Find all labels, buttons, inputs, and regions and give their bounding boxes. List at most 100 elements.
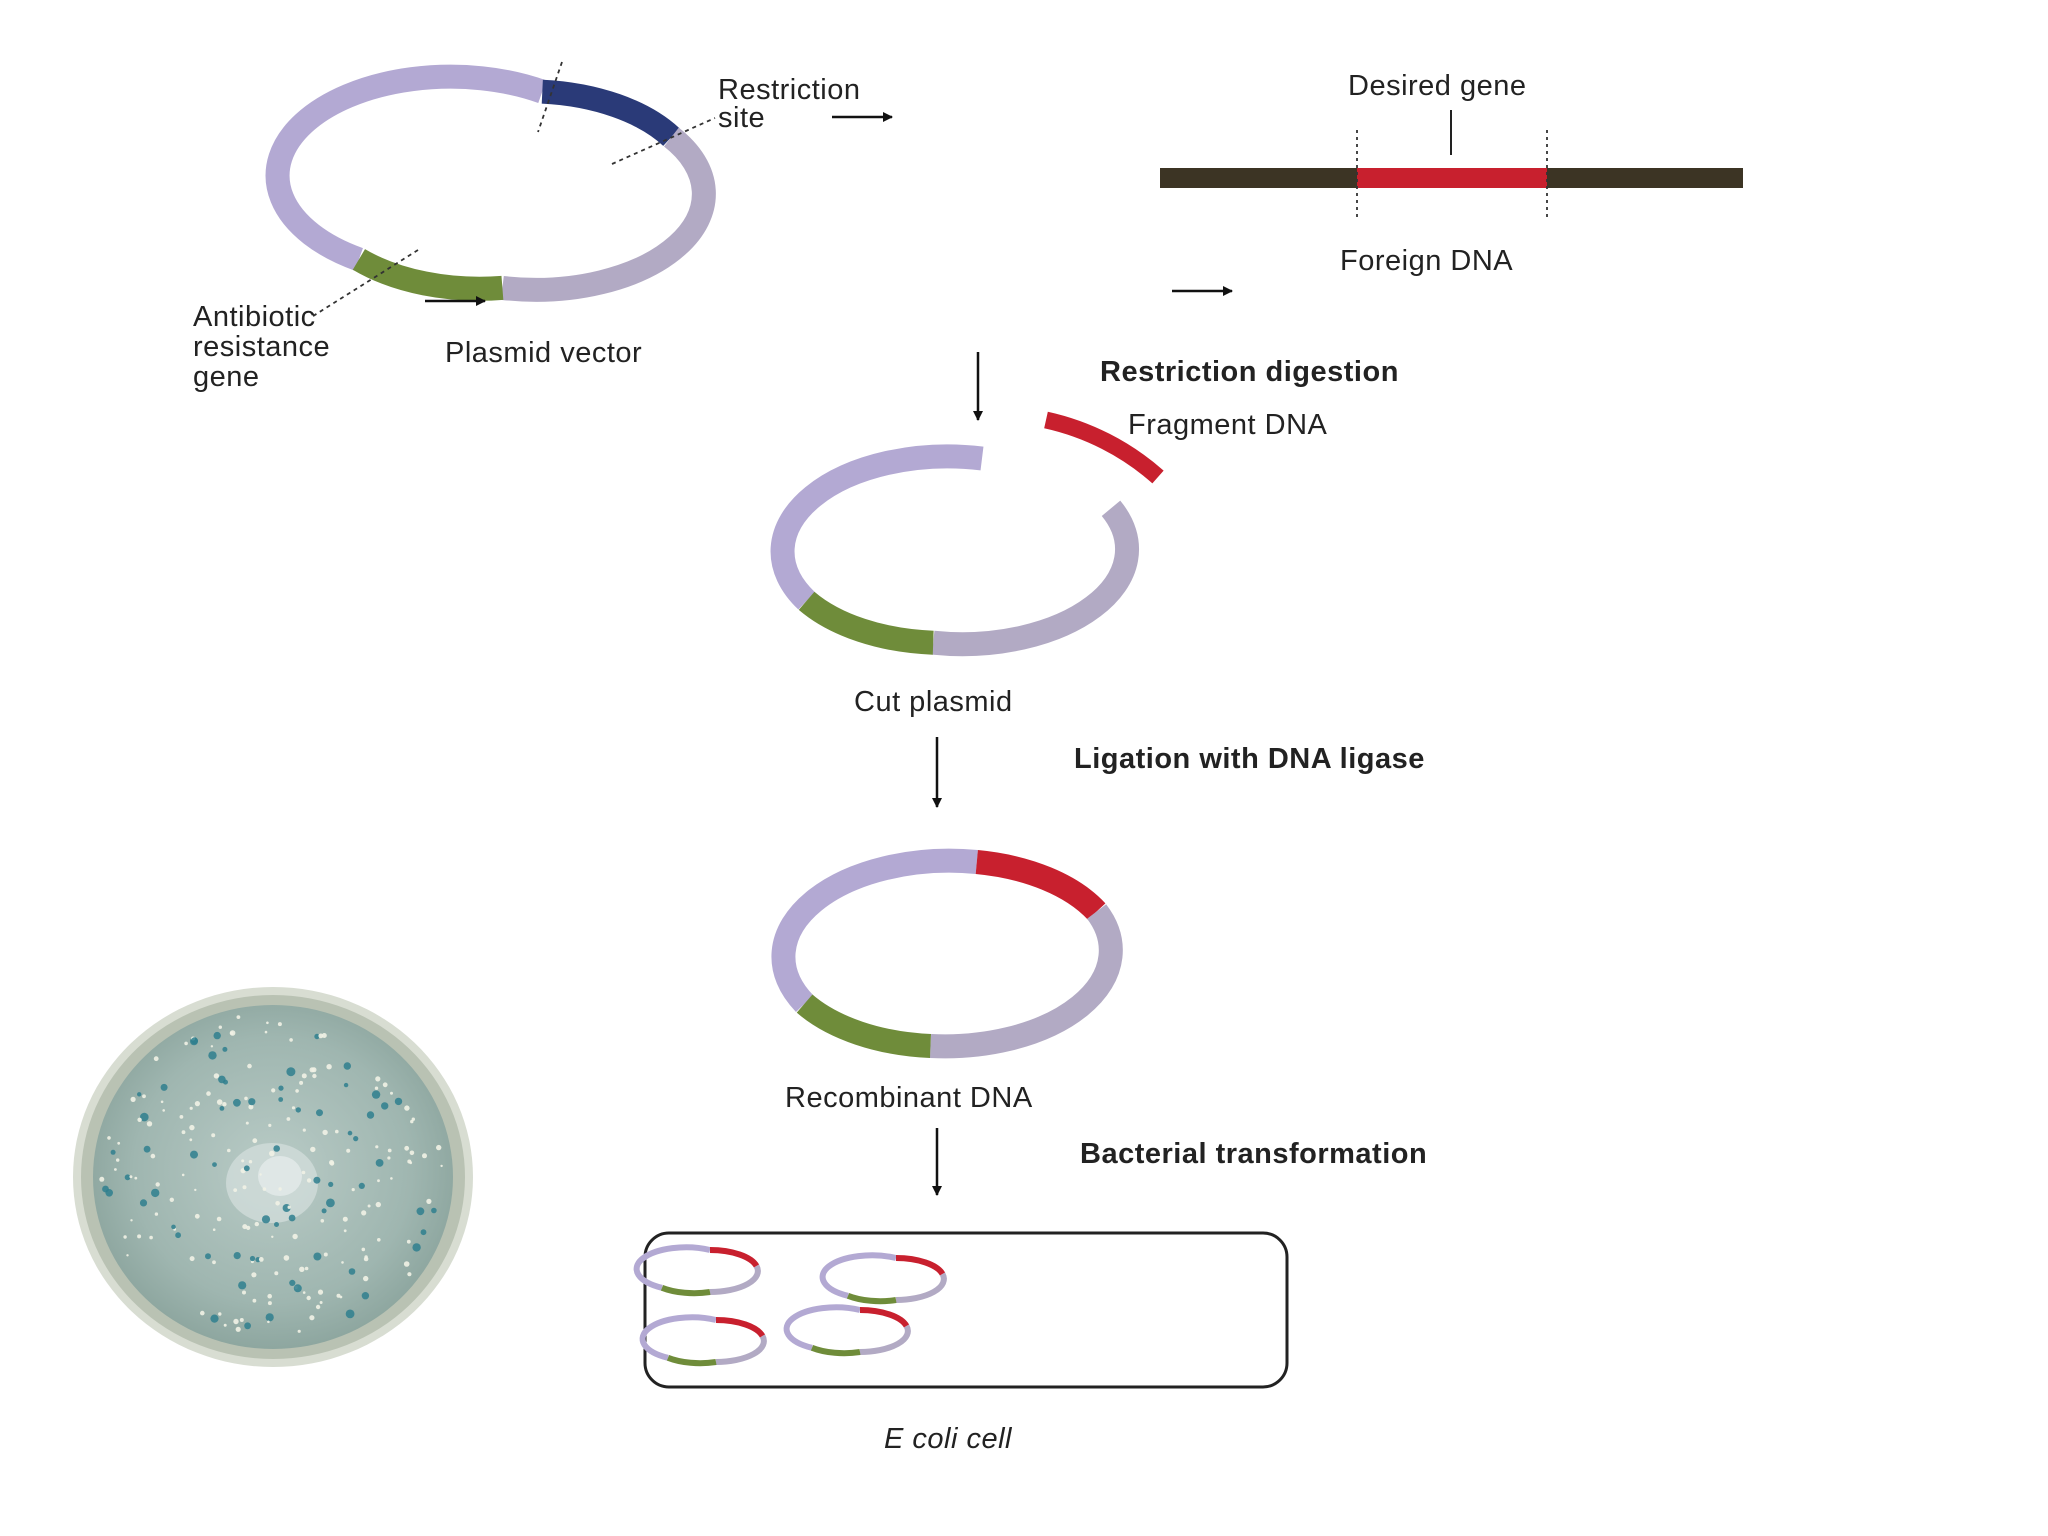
blue-colony: [191, 1037, 198, 1045]
white-colony: [341, 1261, 344, 1264]
antibiotic-gene-label-2: resistance: [193, 331, 330, 363]
white-colony: [422, 1153, 427, 1159]
white-colony: [367, 1204, 371, 1208]
white-colony: [329, 1160, 334, 1165]
white-colony: [267, 1301, 272, 1306]
blue-colony: [160, 1083, 168, 1091]
white-colony: [227, 1148, 231, 1153]
blue-colony: [205, 1253, 211, 1260]
white-colony: [375, 1076, 381, 1082]
white-colony: [374, 1086, 379, 1090]
white-colony: [321, 1033, 327, 1038]
blue-colony: [416, 1207, 425, 1216]
white-colony: [268, 1123, 272, 1127]
white-colony: [403, 1261, 410, 1267]
white-colony: [322, 1129, 328, 1136]
white-colony: [248, 1104, 254, 1110]
white-colony: [343, 1229, 347, 1233]
blue-colony: [278, 1085, 284, 1091]
white-colony: [235, 1326, 241, 1332]
plasmid-in-cell: [633, 1244, 761, 1297]
blue-colony: [137, 1092, 142, 1097]
blue-colony: [348, 1268, 356, 1275]
white-colony: [251, 1272, 257, 1278]
cut-plasmid: [770, 444, 1140, 657]
blue-colony: [238, 1281, 247, 1290]
blue-colony: [295, 1107, 301, 1113]
blue-colony: [345, 1309, 355, 1319]
ecoli-cell: [643, 1231, 1289, 1389]
blue-colony: [375, 1159, 384, 1167]
transformation-step: Bacterial transformation: [1080, 1138, 1427, 1170]
blue-colony: [244, 1322, 252, 1330]
blue-colony: [219, 1106, 225, 1111]
blue-colony: [289, 1279, 296, 1286]
white-colony: [194, 1213, 200, 1219]
blue-colony: [222, 1046, 228, 1052]
white-colony: [266, 1021, 269, 1025]
white-colony: [342, 1216, 348, 1222]
white-colony: [309, 1315, 315, 1321]
restriction-site-label: Restriction: [718, 74, 861, 106]
white-colony: [241, 1159, 245, 1163]
white-colony: [153, 1056, 159, 1062]
white-colony: [299, 1266, 305, 1273]
white-colony: [150, 1153, 156, 1159]
white-colony: [361, 1247, 366, 1252]
white-colony: [244, 1096, 248, 1101]
white-colony: [129, 1175, 133, 1179]
white-colony: [242, 1290, 246, 1295]
blue-colony: [278, 1097, 284, 1102]
white-colony: [320, 1219, 325, 1223]
blue-colony: [316, 1109, 323, 1117]
blue-colony: [288, 1214, 296, 1222]
blue-colony: [110, 1149, 116, 1155]
white-colony: [169, 1197, 174, 1203]
white-colony: [377, 1179, 380, 1183]
fragment-dna-label: Fragment DNA: [1128, 409, 1328, 441]
white-colony: [218, 1025, 222, 1029]
blue-colony: [328, 1181, 334, 1187]
white-colony: [216, 1099, 223, 1105]
white-colony: [310, 1146, 316, 1153]
white-colony: [339, 1295, 343, 1299]
ligation-step: Ligation with DNA ligase: [1074, 743, 1425, 775]
white-colony: [130, 1096, 136, 1102]
white-colony: [181, 1173, 185, 1177]
blue-colony: [358, 1182, 365, 1189]
blue-colony: [343, 1062, 351, 1070]
blue-colony: [233, 1098, 241, 1107]
white-colony: [245, 1121, 249, 1125]
blue-colony: [210, 1314, 219, 1323]
blue-colony: [140, 1112, 149, 1122]
blue-colony: [371, 1090, 381, 1099]
blue-colony: [313, 1176, 321, 1184]
white-colony: [233, 1188, 238, 1192]
white-colony: [275, 1201, 280, 1206]
white-colony: [377, 1238, 381, 1242]
blue-colony: [213, 1031, 221, 1040]
white-colony: [336, 1293, 341, 1298]
blue-colony: [361, 1292, 370, 1300]
white-colony: [181, 1130, 186, 1135]
blue-colony: [313, 1252, 322, 1261]
white-colony: [264, 1030, 268, 1034]
white-colony: [155, 1182, 160, 1187]
white-colony: [411, 1117, 415, 1121]
white-colony: [351, 1188, 355, 1192]
blue-colony: [366, 1111, 375, 1119]
white-colony: [107, 1136, 111, 1140]
plasmid-in-cell: [783, 1304, 911, 1357]
white-colony: [440, 1164, 443, 1168]
blue-colony: [265, 1313, 274, 1322]
white-colony: [248, 1160, 253, 1164]
recombinant-dna: [771, 848, 1123, 1059]
white-colony: [211, 1133, 216, 1138]
antibiotic-gene-label-3: gene: [193, 361, 260, 393]
white-colony: [291, 1106, 296, 1110]
blue-colony: [321, 1208, 327, 1214]
white-colony: [137, 1234, 142, 1239]
blue-colony: [151, 1188, 160, 1198]
white-colony: [271, 1235, 274, 1239]
